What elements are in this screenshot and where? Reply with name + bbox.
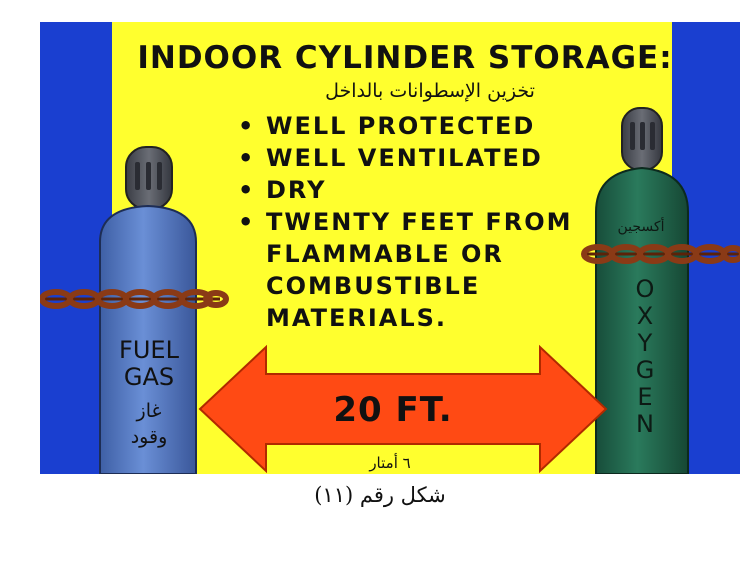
oxygen-cylinder <box>595 107 689 474</box>
oxygen-letter: Y <box>637 329 653 357</box>
oxygen-label-vertical: O X Y G E N <box>630 276 660 438</box>
fuel-arabic-line1: غاز <box>136 400 162 422</box>
oxygen-chain <box>581 244 740 264</box>
list-item: WELL VENTILATED <box>230 142 573 174</box>
figure-caption: شكل رقم (١١) <box>314 483 446 507</box>
fuel-gas-label: FUEL GAS <box>104 337 194 391</box>
fuel-chain <box>40 289 229 309</box>
list-item: DRY <box>230 174 573 206</box>
list-item-continuation: FLAMMABLE OR <box>266 240 504 268</box>
oxygen-letter: O <box>635 275 655 303</box>
oxygen-letter: G <box>635 356 655 384</box>
oxygen-letter: X <box>636 302 654 330</box>
list-item: WELL PROTECTED <box>230 110 573 142</box>
poster-title: INDOOR CYLINDER STORAGE: <box>137 40 673 76</box>
distance-label: 20 FT. <box>333 390 453 430</box>
distance-double-arrow <box>198 344 608 474</box>
fuel-gas-cylinder <box>99 146 197 474</box>
list-item-continuation: MATERIALS. <box>266 304 448 332</box>
oxygen-label-arabic: أكسجين <box>617 219 665 235</box>
poster-artwork <box>40 22 740 474</box>
fuel-label-line2: GAS <box>123 363 175 391</box>
fuel-arabic-line2: وقود <box>130 426 168 448</box>
storage-poster: INDOOR CYLINDER STORAGE: تخزين الإسطوانا… <box>40 22 740 474</box>
fuel-label-line1: FUEL <box>119 336 179 364</box>
oxygen-letter: E <box>637 383 653 411</box>
storage-requirements-list: WELL PROTECTED WELL VENTILATED DRY TWENT… <box>230 110 573 334</box>
list-item: TWENTY FEET FROM <box>230 206 573 238</box>
distance-label-arabic: ٦ أمتار <box>369 454 411 472</box>
fuel-gas-label-arabic: غاز وقود <box>104 398 194 450</box>
list-item-continuation: COMBUSTIBLE <box>266 272 481 300</box>
poster-subtitle-arabic: تخزين الإسطوانات بالداخل <box>325 80 535 102</box>
oxygen-letter: N <box>636 410 654 438</box>
